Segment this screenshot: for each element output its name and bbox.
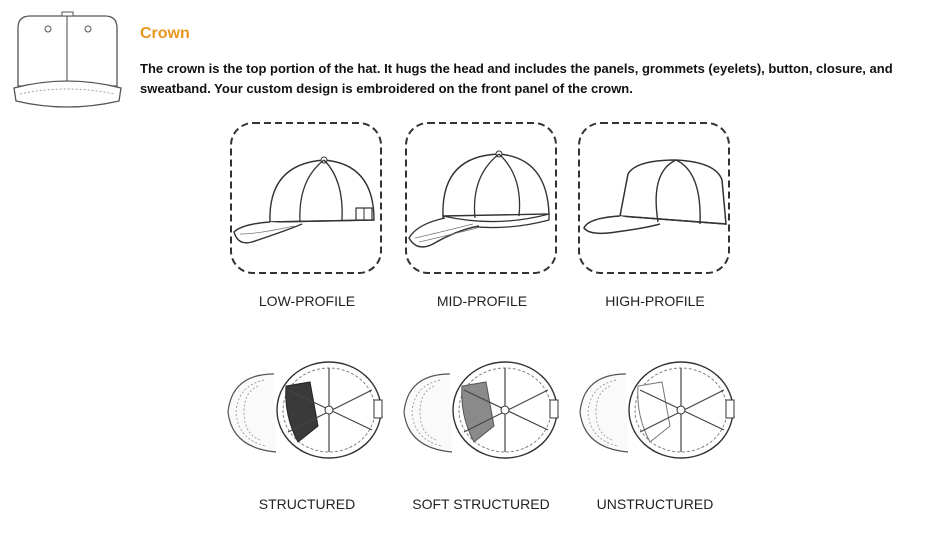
soft-structured-label: SOFT STRUCTURED — [412, 496, 550, 512]
mid-profile-label: MID-PROFILE — [436, 293, 528, 309]
mid-profile-illustration — [403, 120, 561, 278]
low-profile-illustration — [228, 120, 386, 278]
section-title: Crown — [140, 25, 190, 42]
high-profile-illustration — [576, 120, 734, 278]
structured-label: STRUCTURED — [258, 496, 356, 512]
section-description: The crown is the top portion of the hat.… — [140, 61, 893, 96]
unstructured-label: UNSTRUCTURED — [596, 496, 714, 512]
cap-front-icon — [10, 8, 125, 118]
structured-illustration — [224, 356, 384, 466]
high-profile-label: HIGH-PROFILE — [605, 293, 705, 309]
soft-structured-illustration — [400, 356, 560, 466]
low-profile-label: LOW-PROFILE — [258, 293, 356, 309]
unstructured-illustration — [576, 356, 736, 466]
